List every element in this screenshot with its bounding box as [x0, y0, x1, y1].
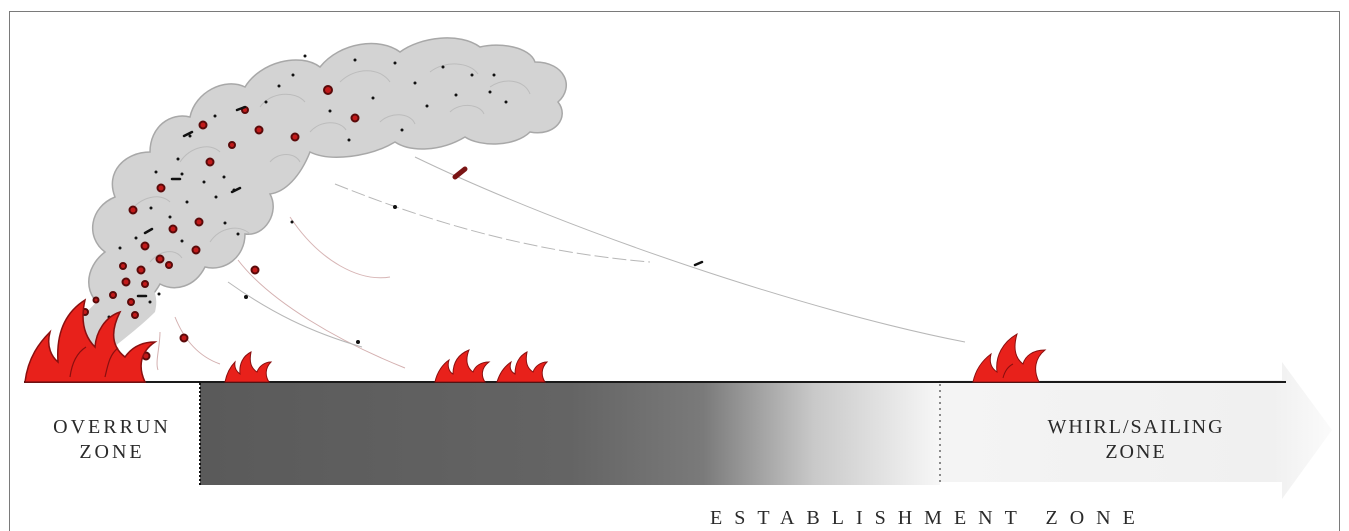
ember [181, 335, 188, 342]
ember [128, 299, 134, 305]
ember [158, 185, 165, 192]
ember [123, 279, 130, 286]
ember [352, 115, 359, 122]
establishment-zone-label: ESTABLISHMENT ZONE [710, 507, 1190, 530]
whirl-sailing-zone-label: WHIRL/SAILING ZONE [1006, 415, 1266, 465]
ember [132, 312, 138, 318]
ember [256, 127, 263, 134]
flame-icon [225, 352, 271, 382]
flame-icon [435, 350, 489, 382]
ember [207, 159, 214, 166]
overrun-zone-line1: OVERRUN [32, 415, 192, 440]
trajectory-drop-2 [157, 332, 160, 370]
ember [166, 262, 172, 268]
trajectory-mid [335, 184, 650, 262]
firebrand-burning [455, 169, 465, 177]
ember [229, 142, 235, 148]
smoke-plume [70, 38, 566, 354]
whirl-zone-line1: WHIRL/SAILING [1006, 415, 1266, 440]
ember [157, 256, 164, 263]
ember [94, 298, 99, 303]
overrun-zone-label: OVERRUN ZONE [32, 415, 192, 465]
ember [200, 122, 207, 129]
ember [170, 226, 177, 233]
ember [130, 207, 137, 214]
ember [252, 267, 259, 274]
flame-icon [497, 352, 547, 382]
flame-icon [973, 334, 1045, 382]
ember [196, 219, 203, 226]
whirl-zone-line2: ZONE [1006, 440, 1266, 465]
ember [138, 267, 145, 274]
ember [193, 247, 200, 254]
ember [142, 243, 149, 250]
ember [110, 292, 116, 298]
trajectory-short-3 [228, 282, 362, 347]
establishment-zone-band [200, 383, 940, 485]
trajectory-short-1 [290, 217, 390, 278]
overrun-zone-line2: ZONE [32, 440, 192, 465]
firebrand [695, 262, 702, 265]
ember [292, 134, 299, 141]
ember [324, 86, 332, 94]
trajectory-short-2 [238, 260, 405, 368]
ember [142, 281, 148, 287]
ember [120, 263, 126, 269]
diagram-frame: OVERRUN ZONE WHIRL/SAILING ZONE ESTABLIS… [9, 11, 1340, 531]
trajectory-long [415, 157, 965, 342]
